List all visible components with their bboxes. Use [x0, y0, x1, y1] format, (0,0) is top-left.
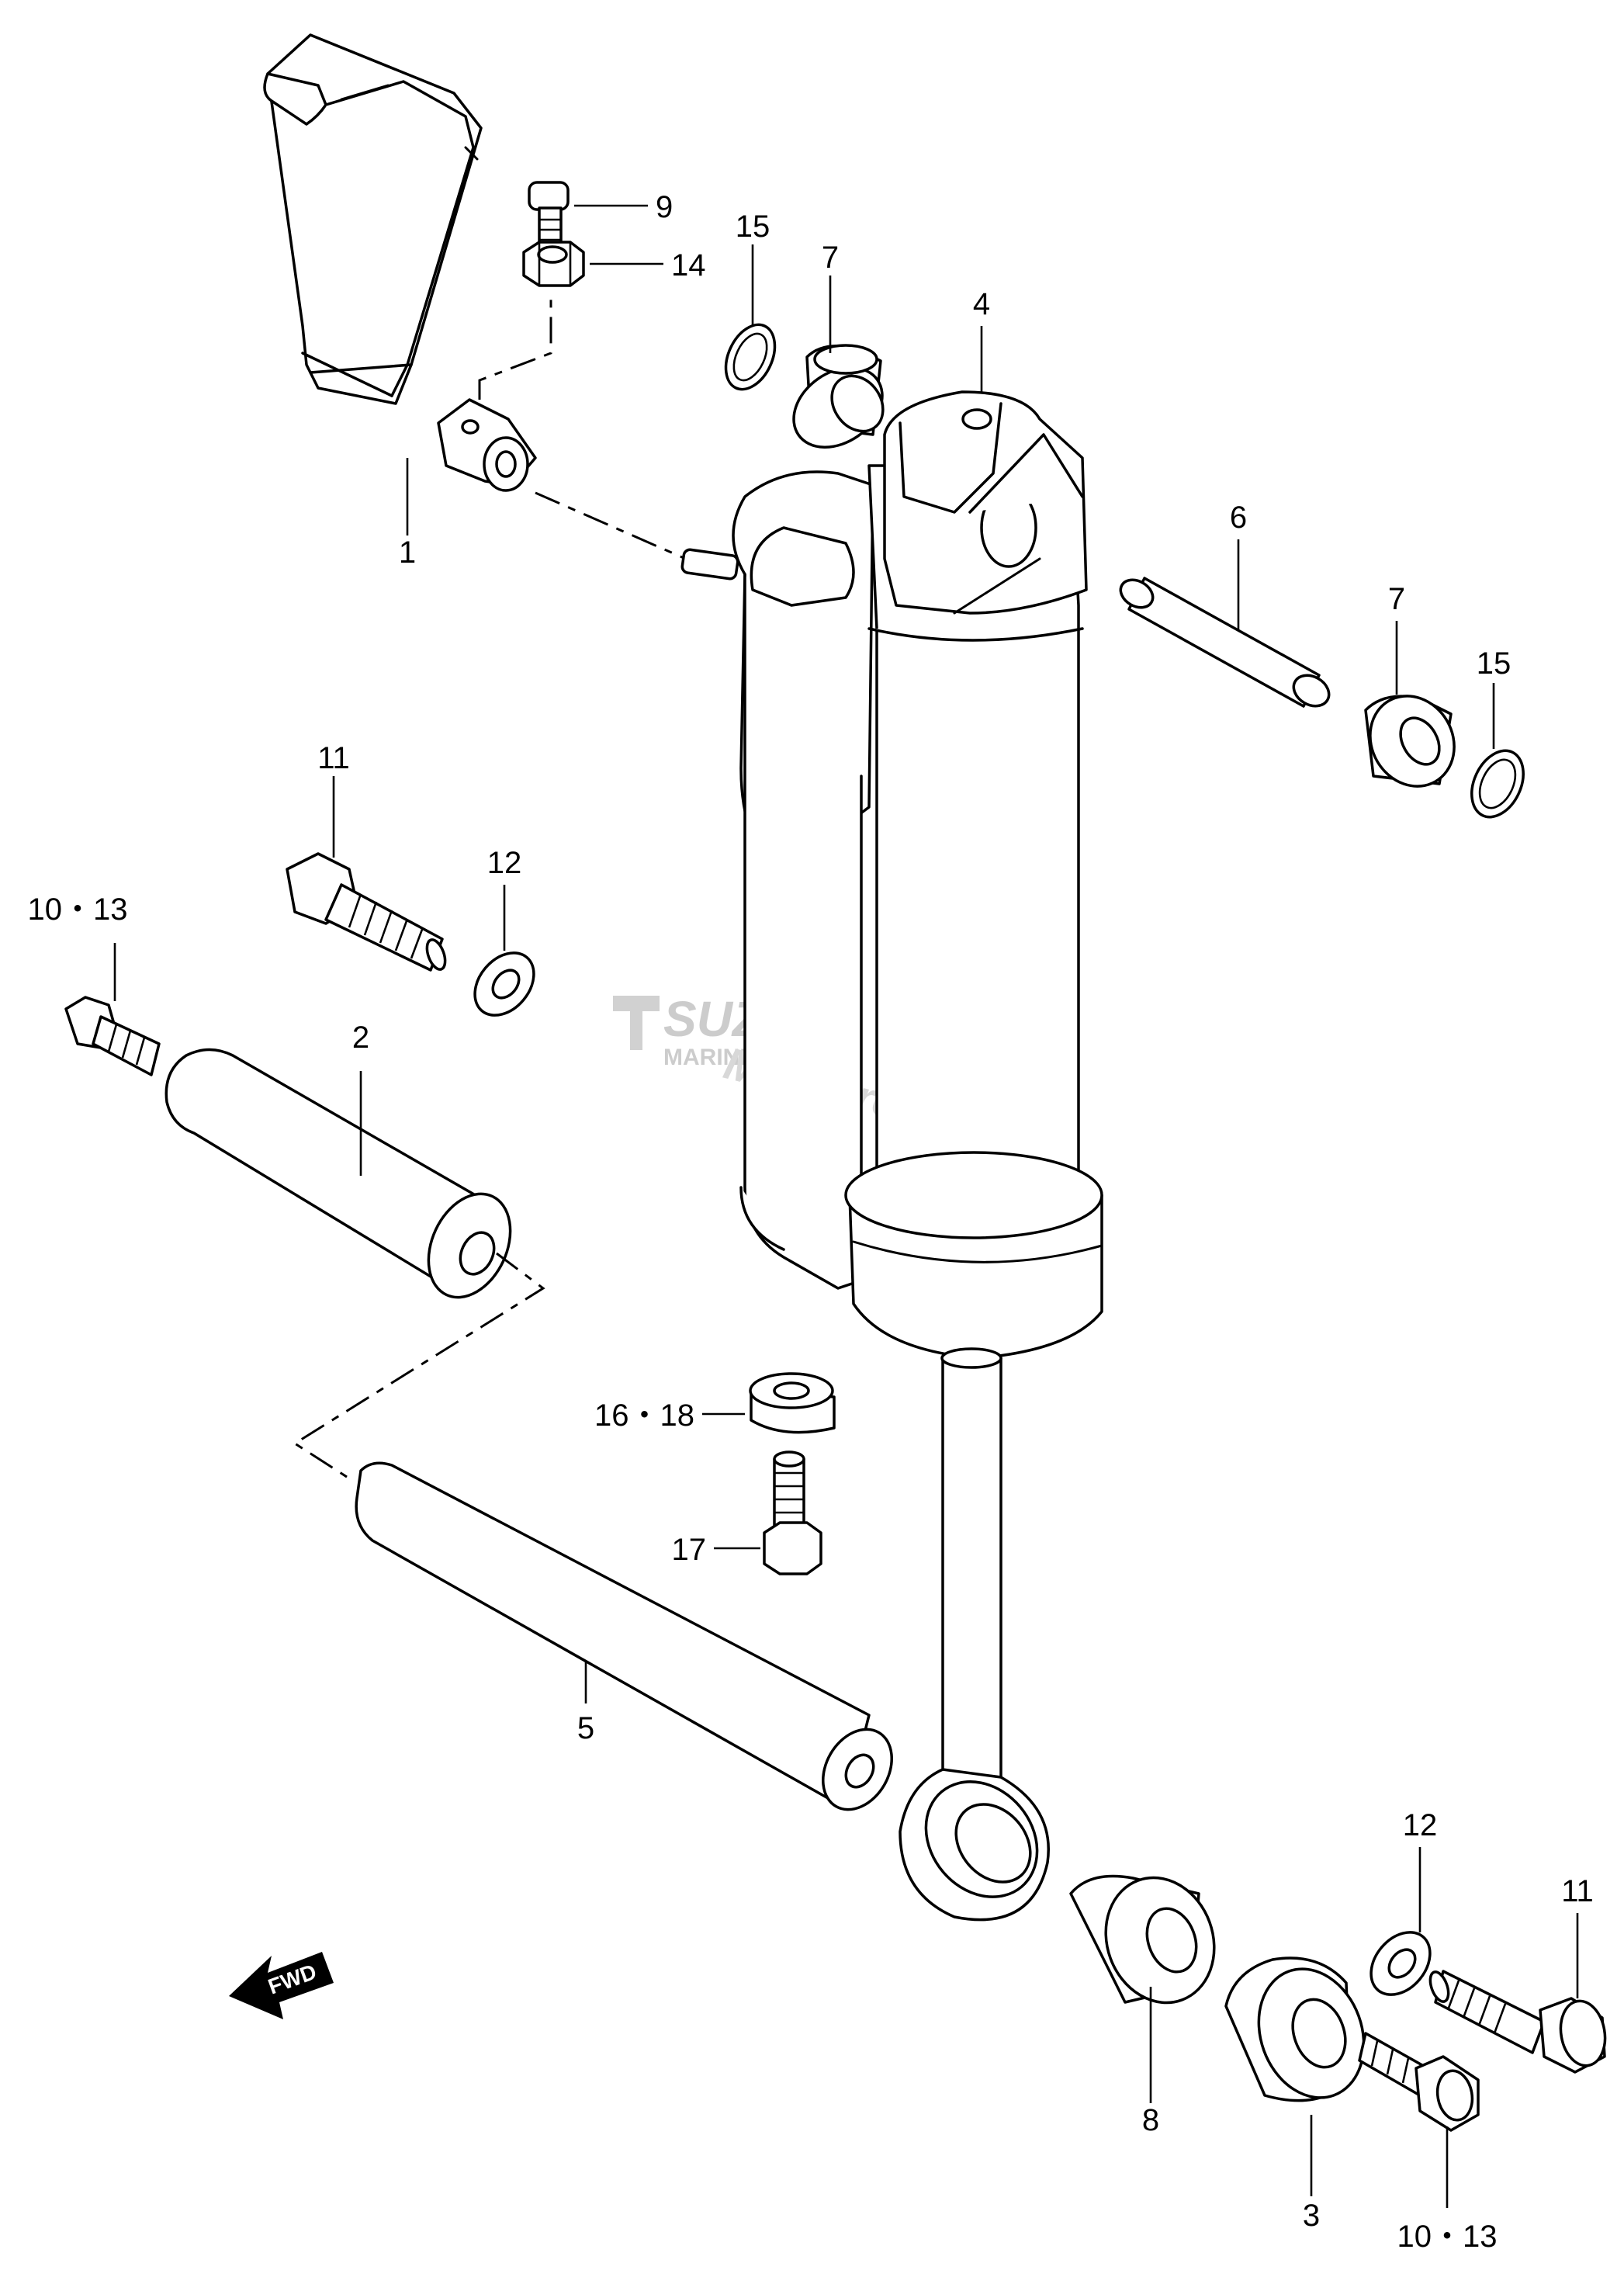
part-15b-circlip — [1470, 749, 1525, 819]
fwd-arrow-icon: FWD — [229, 1952, 334, 2019]
part-9-bolt — [528, 181, 570, 252]
callout-3: 3 — [1303, 2199, 1320, 2233]
part-10-13a-bolt — [64, 996, 161, 1076]
part-6-pin — [1119, 577, 1331, 708]
callout-7a: 7 — [822, 241, 839, 275]
callout-11a: 11 — [317, 741, 350, 775]
callout-15b: 15 — [1477, 646, 1511, 681]
part-16-18-spacer — [749, 1372, 836, 1434]
callout-7b: 7 — [1388, 582, 1405, 616]
callout-10-13a: 10・13 — [28, 892, 128, 927]
callout-11b: 11 — [1561, 1874, 1594, 1908]
part-14-nut — [522, 241, 585, 287]
callouts: 1 2 3 4 5 6 7 7 8 9 10・13 10・13 11 11 12… — [28, 190, 1594, 2254]
callout-8: 8 — [1142, 2103, 1159, 2137]
part-3-spacer — [1224, 1956, 1366, 2102]
part-1-bracket — [263, 33, 537, 492]
part-7b-bushing — [1364, 695, 1456, 788]
part-11b-bolt — [1428, 1970, 1607, 2074]
callout-17: 17 — [672, 1533, 707, 1567]
part-12b-washer — [1369, 1931, 1432, 1996]
part-5-tube — [355, 1461, 893, 1811]
leader-lines — [113, 204, 1579, 2208]
callout-14: 14 — [671, 248, 706, 282]
part-4-cylinder — [680, 390, 1103, 1922]
part-8-bushing — [1069, 1874, 1216, 2005]
part-17-bolt — [763, 1450, 822, 1575]
callout-16-18: 16・18 — [594, 1398, 694, 1433]
callout-5: 5 — [577, 1711, 594, 1745]
callout-10-13b: 10・13 — [1397, 2220, 1498, 2254]
part-12a-washer — [473, 951, 535, 1017]
callout-4: 4 — [973, 287, 990, 321]
part-11a-bolt — [286, 852, 447, 972]
part-7a-bushing — [792, 344, 885, 449]
callout-2: 2 — [352, 1021, 369, 1055]
callout-15a: 15 — [736, 210, 770, 244]
callout-9: 9 — [656, 190, 673, 224]
callout-6: 6 — [1230, 501, 1247, 535]
part-15a-circlip — [724, 323, 777, 391]
callout-12a: 12 — [487, 846, 522, 880]
callout-1: 1 — [399, 535, 416, 570]
part-2-sleeve — [164, 1048, 512, 1299]
callout-12b: 12 — [1403, 1808, 1438, 1842]
part-10-13b-bolt — [1358, 2032, 1480, 2132]
